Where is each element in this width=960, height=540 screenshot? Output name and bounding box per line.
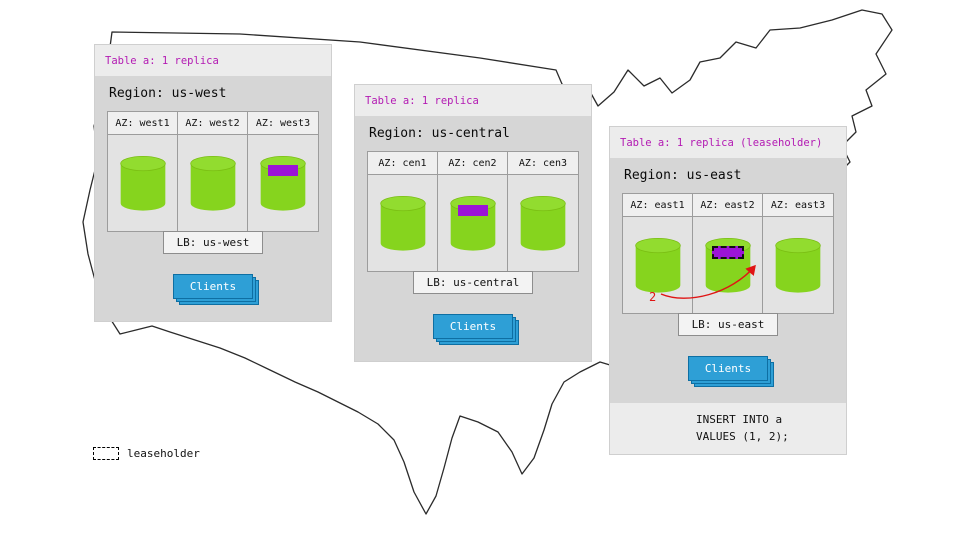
az-cell — [368, 175, 437, 271]
clients-stack: Clients — [432, 314, 514, 339]
az-cell — [248, 135, 318, 231]
database-cylinder-icon — [379, 195, 426, 251]
az-cell — [438, 175, 507, 271]
az-grid: AZ: west1 AZ: west2 — [107, 111, 319, 232]
sql-line: VALUES (1, 2); — [696, 430, 789, 444]
az-label: AZ: east3 — [763, 194, 833, 217]
legend-label: leaseholder — [127, 447, 200, 460]
leaseholder-swatch-icon — [93, 447, 119, 460]
database-cylinder-icon — [634, 237, 681, 293]
clients-button[interactable]: Clients — [432, 314, 514, 339]
write-arrow — [660, 264, 756, 299]
load-balancer-row: LB: us-east — [622, 313, 834, 336]
az-column: AZ: east3 — [763, 194, 833, 313]
database-cylinder-icon — [119, 155, 166, 211]
region-title: Region: us-east — [624, 168, 742, 183]
replica-chip — [457, 205, 488, 216]
az-label: AZ: cen3 — [508, 152, 578, 175]
az-cell — [763, 217, 833, 313]
az-column: AZ: east1 — [623, 194, 693, 313]
table-replica-banner: Table a: 1 replica — [95, 45, 331, 76]
az-cell — [178, 135, 247, 231]
az-column: AZ: cen2 — [438, 152, 508, 271]
az-label: AZ: east2 — [693, 194, 762, 217]
region-body: Region: us-west AZ: west1 AZ: west2 — [95, 76, 331, 321]
table-replica-label: Table a: 1 replica — [105, 55, 219, 67]
table-replica-label: Table a: 1 replica (leaseholder) — [620, 137, 823, 149]
write-value-label: 2 — [649, 290, 656, 304]
az-label: AZ: west1 — [108, 112, 177, 135]
load-balancer: LB: us-west — [162, 231, 264, 254]
clients-button[interactable]: Clients — [687, 356, 769, 381]
table-replica-label: Table a: 1 replica — [365, 95, 479, 107]
clients-stack: Clients — [687, 356, 769, 381]
region-title: Region: us-central — [369, 126, 510, 141]
clients-row: Clients — [622, 356, 834, 381]
sql-statement-box: INSERT INTO a VALUES (1, 2); — [610, 403, 846, 455]
az-grid: AZ: cen1 AZ: cen2 — [367, 151, 579, 272]
az-label: AZ: cen1 — [368, 152, 437, 175]
load-balancer: LB: us-east — [677, 313, 779, 336]
load-balancer-row: LB: us-central — [367, 271, 579, 294]
load-balancer-row: LB: us-west — [107, 231, 319, 254]
database-cylinder-icon — [449, 195, 496, 251]
region-body: Region: us-east AZ: east1 AZ: east2 — [610, 158, 846, 403]
az-column: AZ: west2 — [178, 112, 248, 231]
az-cell — [108, 135, 177, 231]
replica-chip — [268, 165, 298, 176]
az-label: AZ: west3 — [248, 112, 318, 135]
sql-line: INSERT INTO a — [696, 413, 783, 426]
clients-row: Clients — [367, 314, 579, 339]
clients-stack: Clients — [172, 274, 254, 299]
database-cylinder-icon — [775, 237, 821, 293]
az-cell — [508, 175, 578, 271]
database-cylinder-icon — [260, 155, 306, 211]
region-body: Region: us-central AZ: cen1 AZ: cen2 — [355, 116, 591, 361]
region-panel-us-east: Table a: 1 replica (leaseholder) Region:… — [610, 127, 846, 455]
az-label: AZ: east1 — [623, 194, 692, 217]
az-label: AZ: cen2 — [438, 152, 507, 175]
database-cylinder-icon — [520, 195, 566, 251]
leaseholder-legend: leaseholder — [93, 447, 200, 460]
database-cylinder-icon — [189, 155, 236, 211]
clients-button[interactable]: Clients — [172, 274, 254, 299]
table-replica-banner: Table a: 1 replica (leaseholder) — [610, 127, 846, 158]
load-balancer: LB: us-central — [412, 271, 534, 294]
az-cell — [623, 217, 692, 313]
clients-row: Clients — [107, 274, 319, 299]
write-annotation: 2 — [649, 264, 756, 304]
leaseholder-replica-chip — [711, 246, 744, 259]
az-column: AZ: west1 — [108, 112, 178, 231]
table-replica-banner: Table a: 1 replica — [355, 85, 591, 116]
region-title: Region: us-west — [109, 86, 227, 101]
az-column: AZ: west3 — [248, 112, 318, 231]
region-panel-us-central: Table a: 1 replica Region: us-central AZ… — [355, 85, 591, 361]
az-column: AZ: cen3 — [508, 152, 578, 271]
az-column: AZ: cen1 — [368, 152, 438, 271]
az-label: AZ: west2 — [178, 112, 247, 135]
region-panel-us-west: Table a: 1 replica Region: us-west AZ: w… — [95, 45, 331, 321]
